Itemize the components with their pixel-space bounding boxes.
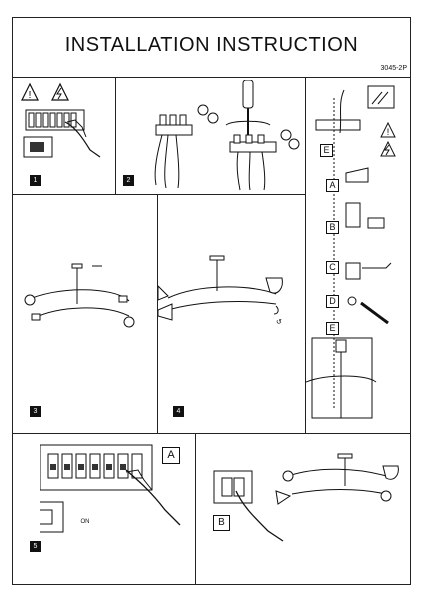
divider-1-2 (115, 77, 116, 194)
divider-bottom-row (12, 433, 411, 434)
assembly-label-d: D (326, 295, 339, 308)
header-divider (12, 77, 411, 78)
warning-icon: ! (21, 82, 39, 101)
divider-right-column (305, 77, 306, 433)
assembly-label-c: C (326, 261, 339, 274)
final-panel-illustration (213, 453, 399, 542)
assembly-diagram: ! (306, 85, 396, 419)
model-code: 3045-2P (380, 65, 407, 72)
step-number-2: 2 (123, 175, 134, 186)
svg-text:!: ! (387, 127, 390, 137)
divider-5-final (195, 433, 196, 585)
panel-2-illustration (154, 80, 300, 191)
page-title: INSTALLATION INSTRUCTION (64, 34, 359, 56)
assembly-label-b: B (326, 221, 339, 234)
panel-3-illustration (24, 263, 135, 328)
divider-3-4 (157, 194, 158, 433)
switch-on-label: ON (80, 519, 90, 525)
warning-icon: ! (380, 121, 396, 138)
divider-row-2 (12, 194, 305, 195)
svg-text:↺: ↺ (276, 319, 282, 326)
label-b-switch: B (213, 515, 230, 531)
panel-5-illustration (40, 444, 181, 533)
assembly-label-a: A (326, 179, 339, 192)
instruction-frame (12, 17, 411, 585)
electric-shock-warning-icon (51, 82, 69, 101)
assembly-label-e-bottom: E (326, 322, 339, 335)
tools-icon (367, 85, 395, 109)
step-number-3: 3 (30, 406, 41, 417)
electric-shock-warning-icon (380, 140, 396, 157)
panel-4-illustration: ↺ (158, 255, 283, 326)
assembly-label-e-top: E (320, 144, 333, 157)
panel-1-illustration: ! (21, 82, 101, 158)
label-a-breaker: A (162, 447, 180, 464)
step-number-1: 1 (30, 175, 41, 186)
step-number-4: 4 (173, 406, 184, 417)
step-number-5: 5 (30, 541, 41, 552)
svg-text:!: ! (29, 90, 32, 101)
